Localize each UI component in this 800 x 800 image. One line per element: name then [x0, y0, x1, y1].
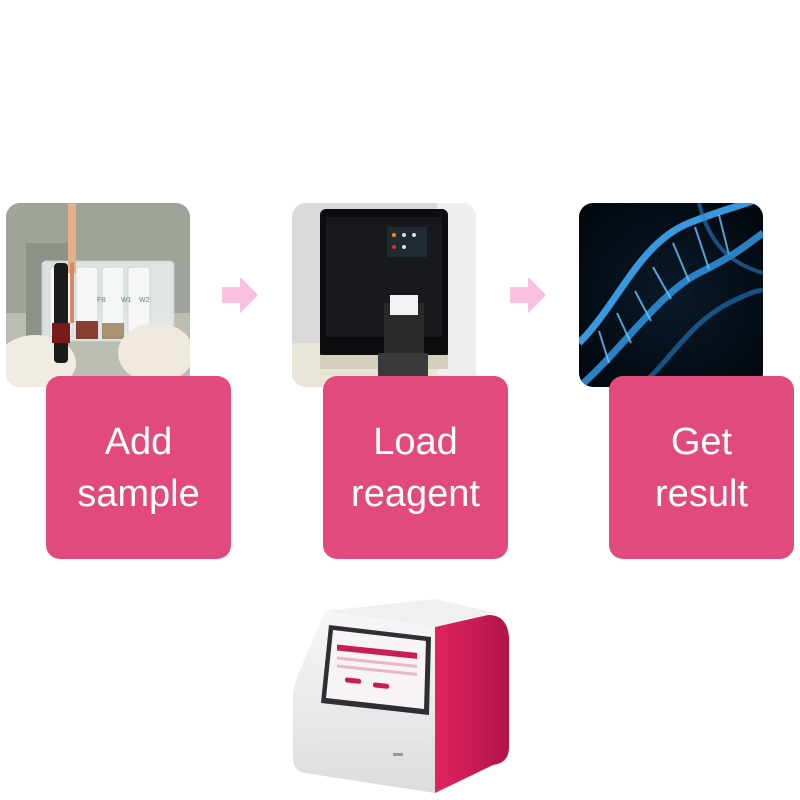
analyzer-device — [293, 599, 509, 793]
photo-dna-helix — [579, 203, 763, 387]
step-get-line1: Get — [670, 420, 733, 463]
photo-load-instrument — [292, 203, 476, 387]
photo-sample-tubes: FB W1 W2 — [6, 203, 190, 387]
step-load-line1: Load — [373, 420, 458, 463]
tube-label-w1: W1 — [121, 297, 132, 304]
tube-label-w2: W2 — [139, 297, 150, 304]
step-add-line2: sample — [77, 472, 200, 515]
step-get-result: Get result — [609, 376, 794, 559]
tube-label-fb: FB — [97, 297, 106, 304]
arrow-right-icon — [510, 277, 546, 313]
step-add-sample: Add sample — [46, 376, 231, 559]
step-load-line2: reagent — [351, 472, 480, 515]
step-add-line1: Add — [104, 420, 173, 463]
step-load-reagent: Load reagent — [323, 376, 508, 559]
arrow-right-icon — [222, 277, 258, 313]
step-get-line2: result — [655, 472, 748, 515]
